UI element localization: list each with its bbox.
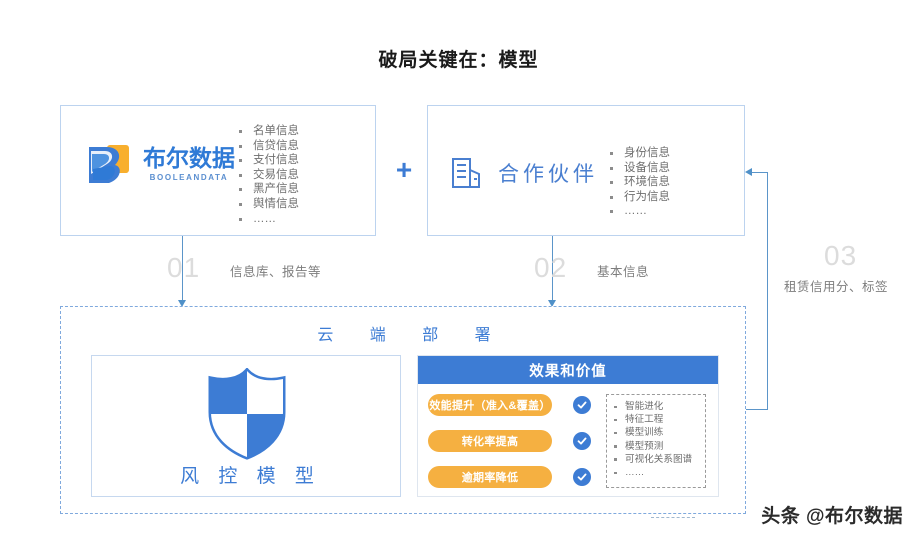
list-item: 设备信息	[608, 161, 670, 176]
booleandata-item-list: 名单信息 信贷信息 支付信息 交易信息 黑产信息 舆情信息 ……	[237, 124, 299, 226]
shield-icon	[92, 367, 402, 465]
list-item: 名单信息	[237, 124, 299, 139]
value-pill-3: 逾期率降低	[428, 466, 552, 488]
logo-cn-text: 布尔数据	[143, 145, 235, 171]
connector-arrow-03	[745, 167, 752, 176]
check-circle-icon	[573, 468, 591, 486]
cloud-deployment-panel: 云 端 部 署	[60, 306, 746, 514]
step-number-03: 03	[824, 240, 858, 271]
step-label-02: 基本信息	[597, 265, 650, 279]
list-item: 支付信息	[237, 153, 299, 168]
list-item: 模型预测	[611, 440, 705, 453]
list-item: ……	[608, 204, 670, 219]
connector-line-02	[552, 236, 553, 302]
watermark-divider	[651, 517, 695, 518]
step-number-02: 02	[534, 252, 568, 283]
list-item: 黑产信息	[237, 182, 299, 197]
connector-line-03-bottom	[746, 409, 768, 410]
risk-model-label: 风 控 模 型	[180, 466, 321, 487]
booleandata-logo: 布尔数据 BOOLEANDATA	[85, 141, 235, 187]
value-card-header: 效果和价值	[418, 356, 718, 384]
building-icon	[448, 154, 486, 192]
list-item: 模型训练	[611, 426, 705, 439]
check-circle-icon	[573, 432, 591, 450]
page-title: 破局关键在：模型	[378, 50, 539, 71]
connector-arrow-02	[547, 300, 556, 307]
list-item: ……	[611, 466, 705, 479]
list-item: 身份信息	[608, 146, 670, 161]
cloud-deployment-title: 云 端 部 署	[317, 327, 507, 344]
list-item: 智能进化	[611, 400, 705, 413]
connector-arrow-01	[177, 300, 186, 307]
list-item: 可视化关系图谱	[611, 453, 705, 466]
list-item: 舆情信息	[237, 197, 299, 212]
watermark: 头条 @布尔数据	[761, 506, 903, 527]
value-pill-1: 效能提升（准入&覆盖）	[428, 394, 552, 416]
risk-model-card: 风 控 模 型	[91, 355, 401, 497]
connector-line-01	[182, 236, 183, 302]
value-pill-2: 转化率提高	[428, 430, 552, 452]
list-item: 交易信息	[237, 168, 299, 183]
list-item: 行为信息	[608, 190, 670, 205]
logo-en-text: BOOLEANDATA	[149, 173, 229, 182]
list-item: ……	[237, 212, 299, 227]
list-item: 特征工程	[611, 413, 705, 426]
connector-line-03-top	[752, 172, 768, 173]
step-number-01: 01	[167, 252, 201, 283]
partner-label: 合作伙伴	[498, 163, 598, 186]
list-item: 环境信息	[608, 175, 670, 190]
check-circle-icon	[573, 396, 591, 414]
source-box-partner: 合作伙伴 身份信息 设备信息 环境信息 行为信息 ……	[427, 105, 745, 236]
booleandata-logo-icon	[85, 141, 137, 187]
list-item: 信贷信息	[237, 139, 299, 154]
plus-icon: +	[395, 154, 413, 185]
source-box-booleandata: 布尔数据 BOOLEANDATA 名单信息 信贷信息 支付信息 交易信息 黑产信…	[60, 105, 376, 236]
step-label-01: 信息库、报告等	[230, 265, 322, 279]
capability-list: 智能进化 特征工程 模型训练 模型预测 可视化关系图谱 ……	[606, 394, 706, 488]
partner-heading: 合作伙伴	[448, 154, 598, 192]
connector-line-03-vertical	[767, 172, 768, 410]
step-label-03: 租赁信用分、标签	[784, 280, 889, 294]
partner-item-list: 身份信息 设备信息 环境信息 行为信息 ……	[608, 146, 670, 219]
booleandata-logo-text: 布尔数据 BOOLEANDATA	[143, 146, 235, 182]
value-effect-card: 效果和价值 效能提升（准入&覆盖） 转化率提高 逾期率降低 智能进化 特征工程 …	[417, 355, 719, 497]
